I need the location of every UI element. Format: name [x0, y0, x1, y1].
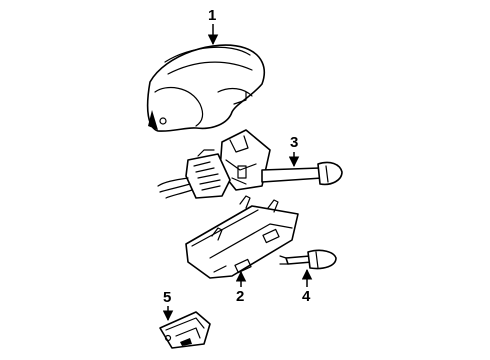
svg-text:4: 4 — [302, 288, 311, 305]
svg-text:3: 3 — [290, 134, 298, 151]
callout-4: 4 — [301, 268, 313, 305]
steering-column-shroud — [146, 44, 266, 132]
svg-text:2: 2 — [236, 288, 244, 305]
callout-5: 5 — [162, 289, 174, 322]
switch-connector — [157, 149, 231, 199]
callout-3: 3 — [288, 134, 300, 168]
callout-2: 2 — [235, 270, 247, 305]
svg-text:5: 5 — [163, 289, 171, 306]
switch-bracket — [159, 311, 211, 349]
svg-text:1: 1 — [208, 7, 216, 24]
lower-column-cover — [185, 195, 299, 279]
callout-1: 1 — [207, 7, 219, 46]
multifunction-switch — [219, 129, 343, 191]
tilt-lever — [279, 249, 337, 270]
